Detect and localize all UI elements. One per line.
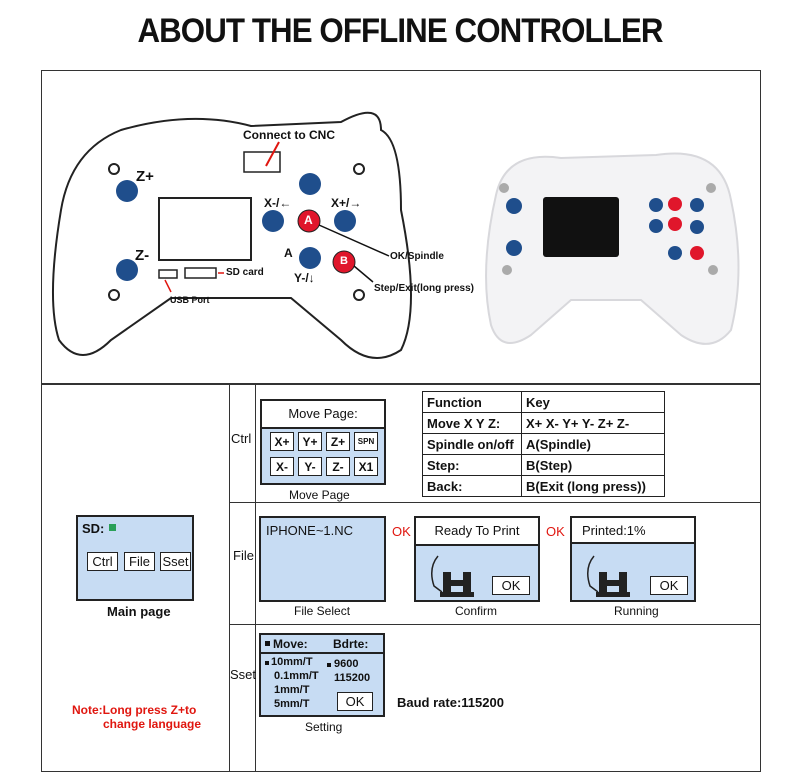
- sd-card-slot: [184, 267, 217, 279]
- baud-option[interactable]: 9600: [334, 658, 359, 670]
- move-z-plus-button[interactable]: Z+: [326, 432, 350, 451]
- controller-diagram: [52, 111, 740, 359]
- confirm-header: Ready To Print: [416, 518, 538, 546]
- confirm-caption: Confirm: [455, 604, 498, 618]
- move-option[interactable]: 10mm/T: [271, 656, 313, 668]
- bdrte-heading: Bdrte:: [333, 637, 369, 651]
- sd-indicator-icon: [109, 524, 116, 531]
- usb-port-label: USB Port: [170, 295, 210, 305]
- sd-card-label: SD card: [226, 267, 264, 278]
- table-cell: B(Exit (long press)): [521, 475, 665, 497]
- move-option-selected-icon: [265, 661, 269, 665]
- table-cell: B(Step): [521, 454, 665, 476]
- x-plus-button: [334, 210, 356, 232]
- table-cell: Back:: [422, 475, 522, 497]
- setting-ok-button[interactable]: OK: [337, 692, 373, 711]
- setting-screen: Move: Bdrte: 10mm/T 0.1mm/T 1mm/T 5mm/T …: [259, 633, 385, 717]
- move-page-caption: Move Page: [289, 488, 350, 502]
- function-key-table: Function Key Move X Y Z:X+ X- Y+ Y- Z+ Z…: [422, 391, 665, 497]
- a-side-label: A: [284, 246, 293, 260]
- move-spindle-button[interactable]: SPN: [354, 432, 378, 451]
- move-y-minus-button[interactable]: Y-: [298, 457, 322, 476]
- usb-port: [158, 269, 178, 279]
- controller-diagram-panel: [41, 70, 761, 384]
- sd-status: SD:: [82, 521, 105, 536]
- connect-label: Connect to CNC: [243, 128, 335, 142]
- file-button[interactable]: File: [124, 552, 155, 571]
- move-page-screen: Move Page: X+ Y+ Z+ SPN X- Y- Z- X1: [260, 399, 386, 485]
- move-option[interactable]: 5mm/T: [274, 698, 310, 710]
- file-select-screen: IPHONE~1.NC: [259, 516, 386, 602]
- z-plus-button: [116, 180, 138, 202]
- a-button-label: A: [304, 213, 313, 227]
- x-minus-button: [262, 210, 284, 232]
- baud-rate-note: Baud rate:115200: [397, 695, 504, 710]
- move-z-minus-button[interactable]: Z-: [326, 457, 350, 476]
- note-line1: Note:Long press Z+to: [72, 703, 197, 717]
- z-minus-button: [116, 259, 138, 281]
- screen-outline: [158, 197, 252, 261]
- table-header-key: Key: [521, 391, 665, 413]
- table-cell: X+ X- Y+ Y- Z+ Z-: [521, 412, 665, 434]
- table-cell: Step:: [422, 454, 522, 476]
- move-step-button[interactable]: X1: [354, 457, 378, 476]
- table-cell: Move X Y Z:: [422, 412, 522, 434]
- move-selected-icon: [265, 641, 270, 646]
- row-ctrl-label: Ctrl: [231, 431, 252, 446]
- z-minus-label: Z-: [135, 247, 150, 264]
- table-header-function: Function: [422, 391, 522, 413]
- note-line2: change language: [103, 717, 202, 731]
- ctrl-button[interactable]: Ctrl: [87, 552, 118, 571]
- x-minus-label: X-/←: [264, 196, 292, 210]
- baud-selected-icon: [327, 663, 331, 667]
- running-header: Printed:1%: [572, 518, 694, 544]
- x-plus-label: X+/→: [331, 196, 362, 210]
- z-plus-label: Z+: [136, 168, 154, 185]
- cnc-connector: [243, 151, 281, 173]
- a-button: [297, 209, 321, 233]
- setting-caption: Setting: [305, 720, 343, 734]
- running-caption: Running: [614, 604, 659, 618]
- spindle-icon: [431, 555, 474, 597]
- main-page-screen: SD: Ctrl File Sset: [76, 515, 194, 601]
- b-button: [332, 250, 356, 274]
- row-file-label: File: [233, 548, 254, 563]
- move-x-plus-button[interactable]: X+: [270, 432, 294, 451]
- ok-spindle-label: OK/Spindle: [390, 251, 444, 262]
- running-screen: Printed:1% OK: [570, 516, 696, 602]
- y-minus-button: [299, 247, 321, 269]
- move-y-plus-button[interactable]: Y+: [298, 432, 322, 451]
- row-sset-label: Sset: [230, 667, 257, 682]
- main-page-caption: Main page: [107, 604, 171, 619]
- file-name[interactable]: IPHONE~1.NC: [266, 523, 354, 538]
- table-cell: Spindle on/off: [422, 433, 522, 455]
- move-heading: Move:: [273, 637, 308, 651]
- page-title: ABOUT THE OFFLINE CONTROLLER: [137, 12, 663, 50]
- running-ok-button[interactable]: OK: [650, 576, 688, 595]
- ok-arrow-2: OK: [546, 524, 565, 539]
- file-select-caption: File Select: [294, 604, 351, 618]
- move-page-header: Move Page:: [262, 401, 384, 429]
- baud-option[interactable]: 115200: [334, 672, 371, 684]
- menu-structure-panel: [41, 384, 761, 772]
- b-button-label: B: [340, 255, 348, 267]
- confirm-ok-button[interactable]: OK: [492, 576, 530, 595]
- spindle-running-icon: [587, 555, 630, 597]
- sset-button[interactable]: Sset: [160, 552, 191, 571]
- step-exit-label: Step/Exit(long press): [374, 283, 475, 294]
- confirm-screen: Ready To Print OK: [414, 516, 540, 602]
- move-option[interactable]: 0.1mm/T: [274, 670, 319, 682]
- y-minus-label: Y-/↓: [294, 271, 315, 285]
- y-plus-button: [299, 173, 321, 195]
- table-cell: A(Spindle): [521, 433, 665, 455]
- ok-arrow-1: OK: [392, 524, 411, 539]
- move-x-minus-button[interactable]: X-: [270, 457, 294, 476]
- photo-screen: [543, 197, 619, 257]
- move-option[interactable]: 1mm/T: [274, 684, 310, 696]
